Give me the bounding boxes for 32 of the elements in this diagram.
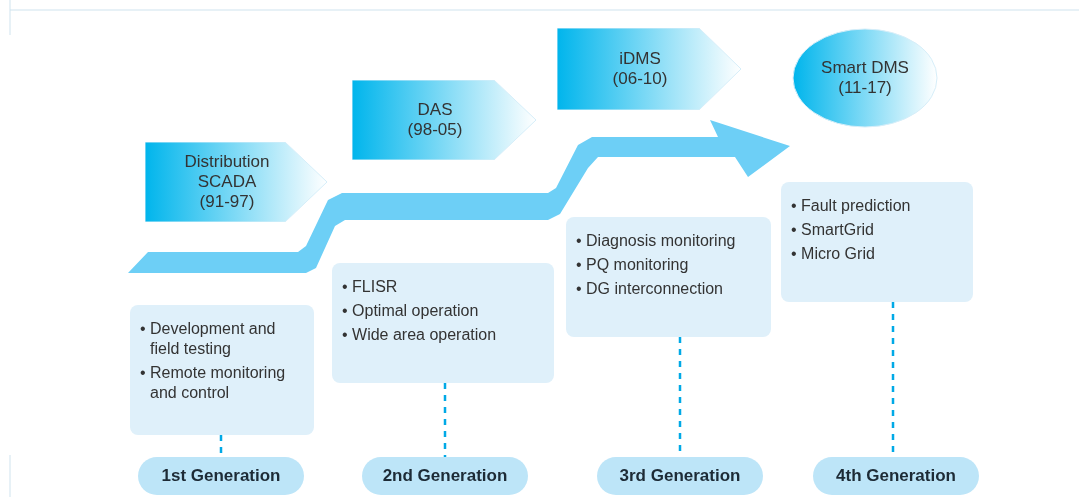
connector-line [443,383,447,457]
era-years: (06-10) [612,69,669,89]
feature-item: • Micro Grid [791,244,876,264]
feature-item: • DG interconnection [576,279,724,299]
era-ellipse [792,28,938,128]
era-name: iDMS [619,49,662,69]
feature-item: • Diagnosis monitoring [576,231,737,251]
era-name: Smart DMS [821,58,909,78]
era-years: (11-17) [838,78,892,98]
generation-label: 2nd Generation [362,457,528,495]
generation-label: 3rd Generation [597,457,763,495]
era-name: DAS [417,100,454,120]
feature-item: • Fault prediction [791,196,912,216]
feature-item: • Wide area operation [342,325,498,345]
era-years: (91-97) [199,192,256,212]
feature-item: • Optimal operation [342,301,480,321]
feature-item: • SmartGrid [791,220,875,240]
feature-card [566,217,771,337]
era-banner [352,80,536,160]
generation-label: 4th Generation [813,457,979,495]
era-banner [145,142,327,222]
feature-item: • PQ monitoring [576,255,690,275]
feature-card [332,263,554,383]
feature-card [781,182,973,302]
era-years: (98-05) [407,120,464,140]
feature-item: • FLISR [342,277,399,297]
feature-item: • Remote monitoring and control [140,363,287,403]
generation-label: 1st Generation [138,457,304,495]
feature-card [130,305,314,435]
feature-item: • Development and field testing [140,319,277,359]
era-banner [557,28,741,110]
era-name: Distribution SCADA [183,152,271,192]
